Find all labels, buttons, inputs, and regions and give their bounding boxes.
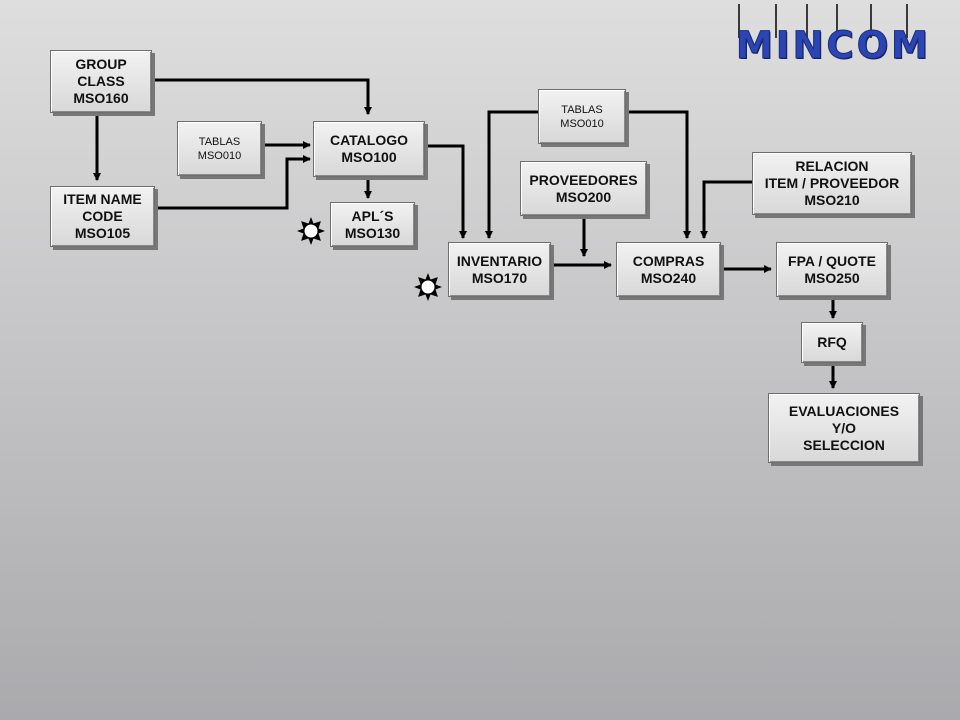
box-line: CLASS <box>77 73 125 89</box>
logo-bar <box>870 4 872 38</box>
box-tablas-left: TABLAS MSO010 <box>177 121 262 176</box>
logo-bar <box>738 4 740 38</box>
logo-bar <box>906 4 908 38</box>
box-line: CATALOGO <box>329 132 409 148</box>
box-line: MSO105 <box>74 225 131 241</box>
box-line: COMPRAS <box>632 252 705 269</box>
box-line: MSO210 <box>804 192 860 208</box>
box-line: Y/O <box>831 419 857 436</box>
box-line: RELACION <box>795 158 869 174</box>
box-line: MSO010 <box>197 149 242 162</box>
box-rfq: RFQ <box>801 322 863 363</box>
box-fpa-quote: FPA / QUOTE MSO250 <box>776 242 888 297</box>
connector-relacion-to-compras <box>700 180 752 239</box>
box-line: PROVEEDORES <box>529 171 638 188</box>
box-line: MSO170 <box>471 269 528 286</box>
sunburst-icon <box>297 217 325 245</box>
box-line: ITEM / PROVEEDOR <box>764 175 900 191</box>
sunburst-icon <box>414 273 442 301</box>
box-line: MSO100 <box>341 149 397 165</box>
box-compras: COMPRAS MSO240 <box>616 242 721 297</box>
connector-itemname-to-catalogo <box>155 155 311 210</box>
box-line: INVENTARIO <box>456 252 543 269</box>
box-line: APL´S <box>351 207 394 224</box>
mincom-logo: MINCOM <box>730 4 948 68</box>
box-line: MSO250 <box>804 269 860 286</box>
connector-group-to-catalogo <box>152 78 372 115</box>
box-line: GROUP <box>75 56 127 72</box>
box-item-name-code: ITEM NAME CODE MSO105 <box>50 186 155 247</box>
connector-tablas-to-compras <box>626 110 691 239</box>
box-line: SELECCION <box>803 436 885 453</box>
box-line: TABLAS <box>561 103 603 116</box>
box-line: TABLAS <box>198 135 241 148</box>
box-group-class: GROUP CLASS MSO160 <box>50 50 152 113</box>
box-line: MSO010 <box>560 117 604 130</box>
box-proveedores: PROVEEDORES MSO200 <box>520 161 647 216</box>
box-relacion: RELACION ITEM / PROVEEDOR MSO210 <box>752 152 912 215</box>
box-line: MSO160 <box>73 90 129 106</box>
box-tablas-top: TABLAS MSO010 <box>538 89 626 144</box>
logo-bar <box>775 4 777 38</box>
box-evaluaciones: EVALUACIONES Y/O SELECCION <box>768 393 920 463</box>
logo-bar <box>806 4 808 38</box>
box-apls: APL´S MSO130 <box>330 202 415 247</box>
box-line: EVALUACIONES <box>788 402 900 419</box>
box-line: MSO130 <box>344 224 401 241</box>
box-line: RFQ <box>817 334 847 350</box>
box-inventario: INVENTARIO MSO170 <box>448 242 551 297</box>
box-line: CODE <box>82 208 123 224</box>
logo-text: MINCOM <box>736 24 931 68</box>
box-line: ITEM NAME <box>63 191 142 207</box>
box-catalogo: CATALOGO MSO100 <box>313 121 425 177</box>
box-line: MSO200 <box>555 188 612 205</box>
logo-bar <box>836 4 838 38</box>
connector-catalogo-to-inventario <box>425 144 467 239</box>
box-line: FPA / QUOTE <box>788 252 876 269</box>
connector-tablas-to-inventario <box>485 110 538 239</box>
box-line: MSO240 <box>640 269 697 286</box>
